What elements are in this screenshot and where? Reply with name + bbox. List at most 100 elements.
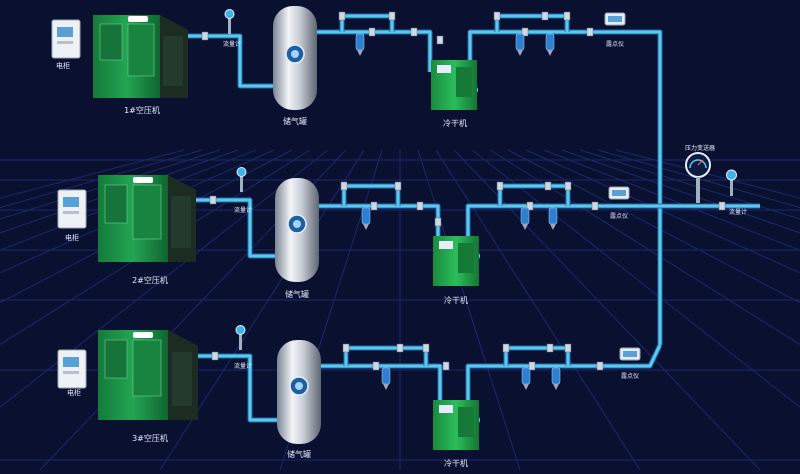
dew-point-meter-2[interactable]: [608, 186, 630, 200]
valve-icon[interactable]: [338, 11, 346, 21]
valve-icon[interactable]: [541, 11, 549, 21]
filter-icon[interactable]: [521, 367, 531, 385]
filter-icon[interactable]: [520, 207, 530, 225]
pipe-highlight: [342, 184, 400, 206]
valve-icon[interactable]: [564, 343, 572, 353]
valve-icon[interactable]: [586, 27, 594, 37]
pipe-highlight: [319, 204, 440, 240]
dew-point-meter-3[interactable]: [619, 347, 641, 361]
filter-drain-icon: [363, 224, 369, 230]
outlet-section: 压力变送器 流量计: [685, 144, 747, 216]
filter-drain-icon: [517, 50, 523, 56]
filter-icon[interactable]: [381, 367, 391, 385]
pipe-highlight: [196, 198, 275, 258]
valve-icon[interactable]: [422, 343, 430, 353]
filter-drain-icon: [522, 224, 528, 230]
flow-meter-2[interactable]: [236, 167, 247, 193]
valve-icon[interactable]: [370, 201, 378, 211]
valve-icon[interactable]: [496, 181, 504, 191]
control-cabinet-3[interactable]: [57, 349, 87, 389]
filter-drain-icon: [550, 224, 556, 230]
valve-icon[interactable]: [526, 201, 534, 211]
valve-icon[interactable]: [416, 201, 424, 211]
filter-drain-icon: [523, 384, 529, 390]
valve-icon[interactable]: [342, 343, 350, 353]
tank-label: 储气罐: [283, 116, 307, 126]
refrigerated-dryer-2[interactable]: [433, 236, 479, 286]
valve-icon[interactable]: [591, 201, 599, 211]
valve-icon[interactable]: [528, 361, 536, 371]
pipe: [497, 183, 571, 206]
air-tank-3[interactable]: [277, 340, 321, 444]
filter-icon[interactable]: [545, 33, 555, 51]
filter-icon[interactable]: [361, 207, 371, 225]
grid-line: [507, 149, 800, 304]
valve-icon[interactable]: [502, 343, 510, 353]
valve-icon[interactable]: [521, 27, 529, 37]
air-compressor-1[interactable]: [93, 15, 188, 98]
refrigerated-dryer-1[interactable]: [431, 60, 477, 110]
valve-icon[interactable]: [394, 181, 402, 191]
valve-icon[interactable]: [372, 361, 380, 371]
grid-line: [417, 149, 521, 471]
pressure-gauge[interactable]: [685, 152, 711, 203]
grid-line: [0, 149, 311, 346]
valve-icon[interactable]: [564, 181, 572, 191]
flow-meter-1[interactable]: [224, 9, 235, 35]
valve-icon[interactable]: [434, 217, 442, 227]
dryer-label: 冷干机: [444, 295, 468, 305]
grid-line: [453, 149, 761, 471]
outlet-flow-meter-label: 流量计: [729, 208, 747, 216]
pipe-highlight: [344, 346, 428, 366]
air-compressor-3[interactable]: [98, 330, 198, 420]
valve-icon[interactable]: [201, 31, 209, 41]
valve-icon[interactable]: [410, 27, 418, 37]
refrigerated-dryer-3[interactable]: [433, 400, 479, 450]
air-tank-1[interactable]: [273, 6, 317, 110]
valve-icon[interactable]: [563, 11, 571, 21]
filter-drain-icon: [357, 50, 363, 56]
grid-line: [435, 149, 641, 471]
grid-line: [0, 149, 329, 408]
valve-icon[interactable]: [546, 343, 554, 353]
valve-icon[interactable]: [718, 201, 726, 211]
control-cabinet-1[interactable]: [51, 19, 81, 59]
line-2: 电柜 2#空压机 流量计 储气罐 冷干机: [57, 167, 630, 305]
valve-icon[interactable]: [596, 361, 604, 371]
tank-label: 储气罐: [285, 289, 309, 299]
filter-icon[interactable]: [548, 207, 558, 225]
pipe-highlight: [340, 14, 394, 32]
line-3: 电柜 3#空压机 流量计 储气罐 冷干机: [57, 325, 641, 468]
valve-icon[interactable]: [368, 27, 376, 37]
valve-icon[interactable]: [442, 361, 450, 371]
valve-icon[interactable]: [493, 11, 501, 21]
valve-icon[interactable]: [544, 181, 552, 191]
outlet-flow-meter[interactable]: [726, 169, 737, 196]
valve-icon[interactable]: [211, 351, 219, 361]
pipe: [321, 363, 443, 402]
air-compressor-2[interactable]: [98, 175, 196, 262]
dew-meter-label: 露点仪: [621, 372, 639, 380]
flow-meter-3[interactable]: [235, 325, 246, 351]
filter-icon[interactable]: [355, 33, 365, 51]
compressor-label: 2#空压机: [132, 275, 168, 285]
pipe-highlight: [495, 14, 569, 32]
filter-drain-icon: [383, 384, 389, 390]
valve-icon[interactable]: [436, 35, 444, 45]
filter-icon[interactable]: [515, 33, 525, 51]
valve-icon[interactable]: [209, 195, 217, 205]
control-cabinet-2[interactable]: [57, 189, 87, 229]
compressor-label: 3#空压机: [132, 433, 168, 443]
filter-icon[interactable]: [551, 367, 561, 385]
grid-line: [579, 149, 800, 220]
valve-icon[interactable]: [388, 11, 396, 21]
grid-line: [597, 149, 800, 209]
filter-drain-icon: [553, 384, 559, 390]
valve-icon[interactable]: [340, 181, 348, 191]
air-tank-2[interactable]: [275, 178, 319, 282]
dew-point-meter-1[interactable]: [604, 12, 626, 26]
grid-line: [471, 149, 800, 408]
valve-icon[interactable]: [396, 343, 404, 353]
pipe-highlight: [317, 30, 432, 72]
